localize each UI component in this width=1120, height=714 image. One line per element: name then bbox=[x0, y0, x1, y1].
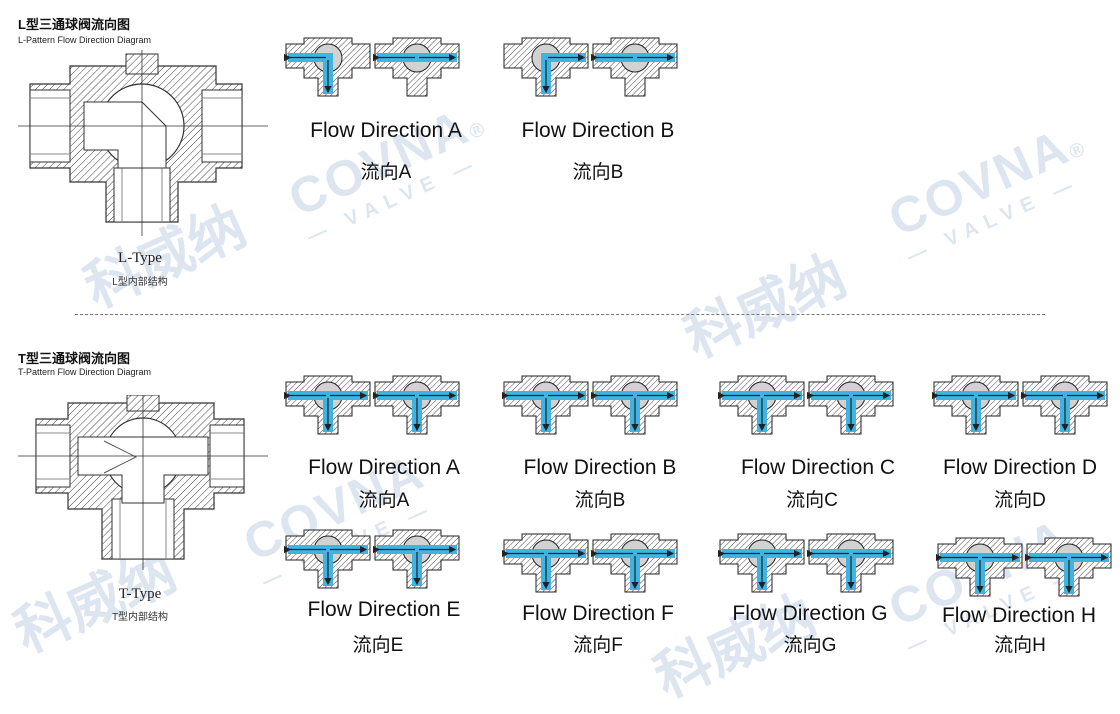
valve-icon bbox=[502, 533, 589, 593]
watermark: 科威纳 bbox=[670, 232, 856, 374]
valve-icon bbox=[591, 375, 678, 435]
valve-icon bbox=[284, 375, 371, 435]
t-type-sublabel: T型内部结构 bbox=[111, 612, 169, 623]
watermark-sub: — VALVE — bbox=[903, 171, 1084, 269]
l-flow-direction-b-cn: 流向B bbox=[572, 162, 624, 183]
valve-icon bbox=[718, 375, 805, 435]
l-type-label: L-Type bbox=[118, 250, 162, 266]
t-flow-direction-e-label: Flow Direction E bbox=[307, 598, 461, 621]
t-flow-direction-h-cn: 流向H bbox=[994, 635, 1046, 656]
t-flow-direction-e-diagram bbox=[284, 529, 460, 589]
l-section-title: L型三通球阀流向图 bbox=[18, 17, 130, 32]
t-flow-direction-b-label: Flow Direction B bbox=[523, 456, 677, 479]
t-flow-direction-c-diagram bbox=[718, 375, 894, 435]
l-flow-direction-a-diagram bbox=[284, 37, 460, 97]
t-flow-direction-f-cn: 流向F bbox=[573, 635, 623, 656]
t-flow-direction-f-diagram bbox=[502, 533, 678, 593]
valve-icon bbox=[284, 529, 371, 589]
t-section-subtitle: T-Pattern Flow Direction Diagram bbox=[18, 367, 152, 377]
t-flow-direction-d-diagram bbox=[932, 375, 1108, 435]
t-flow-direction-h-diagram bbox=[936, 537, 1112, 597]
t-flow-direction-d-cn: 流向D bbox=[994, 490, 1046, 511]
l-type-structure-diagram bbox=[18, 50, 268, 236]
watermark-cn: 科威纳 bbox=[675, 243, 855, 370]
valve-icon bbox=[1021, 375, 1108, 435]
t-flow-direction-a-cn: 流向A bbox=[358, 490, 410, 511]
valve-icon bbox=[807, 533, 894, 593]
valve-icon bbox=[503, 37, 589, 97]
t-flow-direction-f-label: Flow Direction F bbox=[522, 602, 674, 625]
t-flow-direction-g-label: Flow Direction G bbox=[732, 602, 888, 625]
t-type-structure-diagram bbox=[18, 395, 268, 570]
t-flow-direction-c-cn: 流向C bbox=[786, 490, 838, 511]
t-flow-direction-h-label: Flow Direction H bbox=[941, 604, 1097, 627]
t-type-label: T-Type bbox=[118, 586, 162, 602]
valve-icon bbox=[591, 533, 678, 593]
t-section-title: T型三通球阀流向图 bbox=[18, 351, 130, 366]
valve-icon bbox=[936, 537, 1023, 597]
t-flow-direction-b-cn: 流向B bbox=[574, 490, 626, 511]
l-flow-direction-b-label: Flow Direction B bbox=[521, 119, 675, 142]
t-flow-direction-e-cn: 流向E bbox=[352, 635, 404, 656]
t-flow-direction-a-label: Flow Direction A bbox=[308, 456, 460, 479]
section-divider bbox=[75, 314, 1045, 315]
l-flow-direction-a-cn: 流向A bbox=[360, 162, 412, 183]
valve-icon bbox=[1025, 537, 1112, 597]
watermark-en: COVNA bbox=[880, 118, 1078, 248]
t-flow-direction-a-diagram bbox=[284, 375, 460, 435]
l-type-sublabel: L型内部结构 bbox=[112, 277, 168, 288]
valve-icon bbox=[807, 375, 894, 435]
watermark: COVNA® — VALVE — bbox=[880, 108, 1108, 269]
valve-icon bbox=[373, 529, 460, 589]
l-flow-direction-b-diagram bbox=[503, 37, 678, 97]
l-flow-direction-a-label: Flow Direction A bbox=[310, 119, 462, 142]
t-flow-direction-c-label: Flow Direction C bbox=[740, 456, 896, 479]
l-section-subtitle: L-Pattern Flow Direction Diagram bbox=[18, 35, 152, 45]
watermark-reg: ® bbox=[1065, 134, 1096, 165]
t-flow-direction-d-label: Flow Direction D bbox=[942, 456, 1098, 479]
valve-icon bbox=[591, 37, 678, 97]
valve-icon bbox=[932, 375, 1019, 435]
t-flow-direction-b-diagram bbox=[502, 375, 678, 435]
valve-icon bbox=[373, 37, 460, 97]
t-flow-direction-g-cn: 流向G bbox=[783, 635, 837, 656]
t-flow-direction-g-diagram bbox=[718, 533, 894, 593]
valve-icon bbox=[502, 375, 589, 435]
valve-icon bbox=[718, 533, 805, 593]
valve-icon bbox=[373, 375, 460, 435]
valve-icon bbox=[284, 37, 371, 97]
